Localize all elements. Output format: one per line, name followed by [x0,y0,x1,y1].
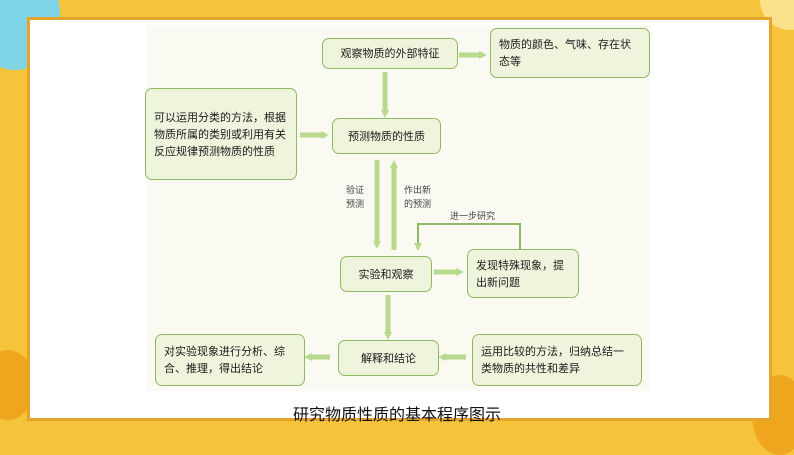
box-experiment-label: 实验和观察 [359,266,414,283]
box-observe-external: 观察物质的外部特征 [322,38,458,69]
box-analyze-label: 对实验现象进行分析、综合、推理，得出结论 [164,343,296,377]
label-further-research-text: 进一步研究 [450,212,495,222]
box-analyze: 对实验现象进行分析、综合、推理，得出结论 [155,334,305,386]
arrow-further-research [418,224,520,250]
label-verify-text: 验证预测 [346,186,364,210]
box-compare: 运用比较的方法，归纳总结一类物质的共性和差异 [472,334,642,386]
box-predict: 预测物质的性质 [332,118,441,154]
label-new-prediction-text: 作出新的预测 [404,186,431,210]
box-observe-external-label: 观察物质的外部特征 [341,45,440,62]
box-compare-label: 运用比较的方法，归纳总结一类物质的共性和差异 [481,343,633,377]
box-classify-method: 可以运用分类的方法，根据物质所属的类别或利用有关反应规律预测物质的性质 [145,88,297,180]
box-explain-label: 解释和结论 [361,350,416,367]
box-external-properties-label: 物质的颜色、气味、存在状态等 [499,36,641,70]
box-classify-method-label: 可以运用分类的方法，根据物质所属的类别或利用有关反应规律预测物质的性质 [154,109,288,160]
label-further-research: 进一步研究 [450,210,520,224]
box-predict-label: 预测物质的性质 [348,128,425,145]
box-explain: 解释和结论 [338,340,439,376]
figure-caption: 研究物质性质的基本程序图示 [0,401,794,425]
box-external-properties: 物质的颜色、气味、存在状态等 [490,28,650,78]
box-special-phenomena-label: 发现特殊现象，提出新问题 [476,257,570,291]
box-experiment: 实验和观察 [340,256,432,292]
label-verify: 验证预测 [346,184,370,212]
label-new-prediction: 作出新的预测 [404,184,438,212]
box-special-phenomena: 发现特殊现象，提出新问题 [467,249,579,298]
